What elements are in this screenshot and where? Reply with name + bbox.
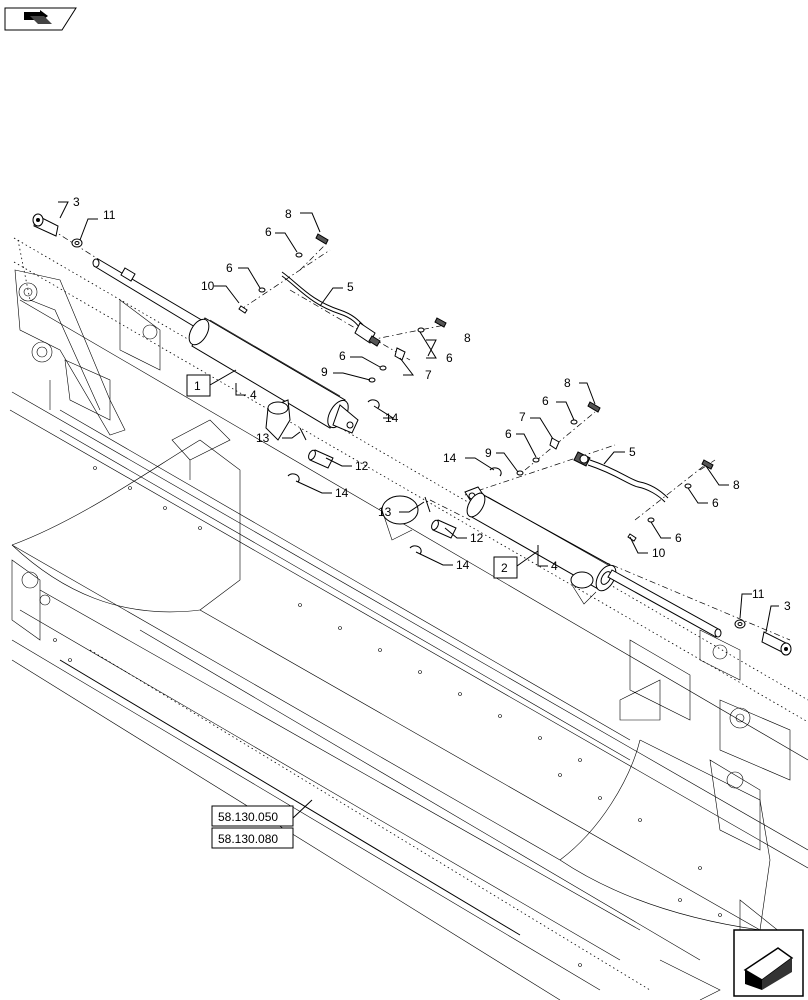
assembly-box-2: 2 <box>493 556 518 579</box>
callout-10: 10 <box>652 546 666 560</box>
hose-part-5-left[interactable] <box>281 271 381 347</box>
callout-14: 14 <box>456 558 470 572</box>
callout-6: 6 <box>226 261 233 275</box>
callout-13: 13 <box>256 431 270 445</box>
reference-text: 58.130.080 <box>218 832 278 846</box>
clip-part-14-left-a[interactable] <box>367 399 380 409</box>
pin-part-13-right[interactable] <box>424 496 431 513</box>
seal-part-6-left-d[interactable] <box>379 365 387 371</box>
callout-9: 9 <box>485 446 492 460</box>
assembly-number-1: 1 <box>194 379 201 393</box>
callout-8: 8 <box>285 207 292 221</box>
callout-3-left: 3 <box>73 195 80 209</box>
seal-part-6-right-c[interactable] <box>684 483 692 489</box>
fitting-part-8-right-of-hose[interactable] <box>434 317 447 328</box>
leader-lines <box>58 201 779 819</box>
callout-11-left: 11 <box>103 208 116 222</box>
bracket-right-a <box>381 495 419 541</box>
clip-part-14-left-b[interactable] <box>287 473 300 483</box>
assembly-axis-lines <box>39 221 791 641</box>
reference-link-58-130-050[interactable]: 58.130.050 <box>211 805 294 827</box>
bracket-left <box>265 399 291 441</box>
bushing-part-11-left[interactable] <box>71 238 83 248</box>
callout-8: 8 <box>464 331 471 345</box>
pin-part-12-left[interactable] <box>307 449 334 469</box>
callout-6: 6 <box>265 225 272 239</box>
hydraulic-cylinder-2[interactable] <box>463 486 722 638</box>
callout-6: 6 <box>675 531 682 545</box>
callout-14: 14 <box>335 486 349 500</box>
callout-6: 6 <box>712 496 719 510</box>
assembly-number-2: 2 <box>501 561 508 575</box>
callout-5: 5 <box>347 280 354 294</box>
fitting-part-8-right-of-hose-b[interactable] <box>701 459 714 470</box>
callout-11-right: 11 <box>752 587 765 601</box>
callout-8: 8 <box>564 376 571 390</box>
callout-8: 8 <box>733 478 740 492</box>
reference-link-58-130-080[interactable]: 58.130.080 <box>211 827 294 849</box>
callout-6: 6 <box>505 427 512 441</box>
bracket-right-b <box>570 571 597 605</box>
callout-12: 12 <box>355 459 369 473</box>
fitting-part-10-left[interactable] <box>238 305 248 314</box>
callout-7: 7 <box>425 368 432 382</box>
hydraulic-cylinder-1[interactable] <box>92 258 359 434</box>
callout-14: 14 <box>385 411 399 425</box>
seal-part-6-left-b[interactable] <box>258 287 266 293</box>
bushing-part-11-right[interactable] <box>734 619 746 629</box>
fitting-part-8-upper-right[interactable] <box>587 401 601 413</box>
reference-text: 58.130.050 <box>218 810 278 824</box>
callout-12: 12 <box>470 531 484 545</box>
seal-part-6-left-a[interactable] <box>295 252 303 258</box>
callout-3-right: 3 <box>784 599 791 613</box>
callout-10: 10 <box>201 279 215 293</box>
callout-13: 13 <box>378 505 392 519</box>
callout-4: 4 <box>250 388 257 402</box>
fitting-part-8-upper-left[interactable] <box>315 233 329 245</box>
hose-part-5-right[interactable] <box>573 451 669 503</box>
seal-part-6-left-c[interactable] <box>417 327 425 333</box>
assembly-box-1: 1 <box>186 374 211 397</box>
elbow-part-7-right[interactable] <box>549 437 560 450</box>
rod-end-part-3-right[interactable] <box>761 631 792 656</box>
rod-end-part-3-left[interactable] <box>32 213 59 237</box>
fitting-part-10-right[interactable] <box>627 533 637 542</box>
seal-part-6-right-d[interactable] <box>647 517 655 523</box>
callout-5: 5 <box>629 445 636 459</box>
seal-part-6-right-a[interactable] <box>570 419 578 425</box>
header-trough-structure <box>9 237 808 1000</box>
pin-part-13-left[interactable] <box>299 427 307 441</box>
pin-part-12-right[interactable] <box>430 519 457 539</box>
callout-6: 6 <box>339 349 346 363</box>
callout-9: 9 <box>321 365 328 379</box>
fitting-part-9-right[interactable] <box>516 470 524 476</box>
clip-part-14-right-b[interactable] <box>409 545 422 555</box>
callout-6: 6 <box>542 394 549 408</box>
previous-page-icon[interactable] <box>4 7 77 31</box>
callout-4: 4 <box>551 559 558 573</box>
callout-6: 6 <box>446 351 453 365</box>
callout-14: 14 <box>443 451 457 465</box>
callout-7: 7 <box>519 410 526 424</box>
next-page-icon[interactable] <box>733 929 804 997</box>
callout-labels: 3 11 8 6 6 10 5 8 6 6 7 9 4 14 13 12 14 … <box>73 195 791 613</box>
seal-part-6-right-b[interactable] <box>532 457 540 463</box>
